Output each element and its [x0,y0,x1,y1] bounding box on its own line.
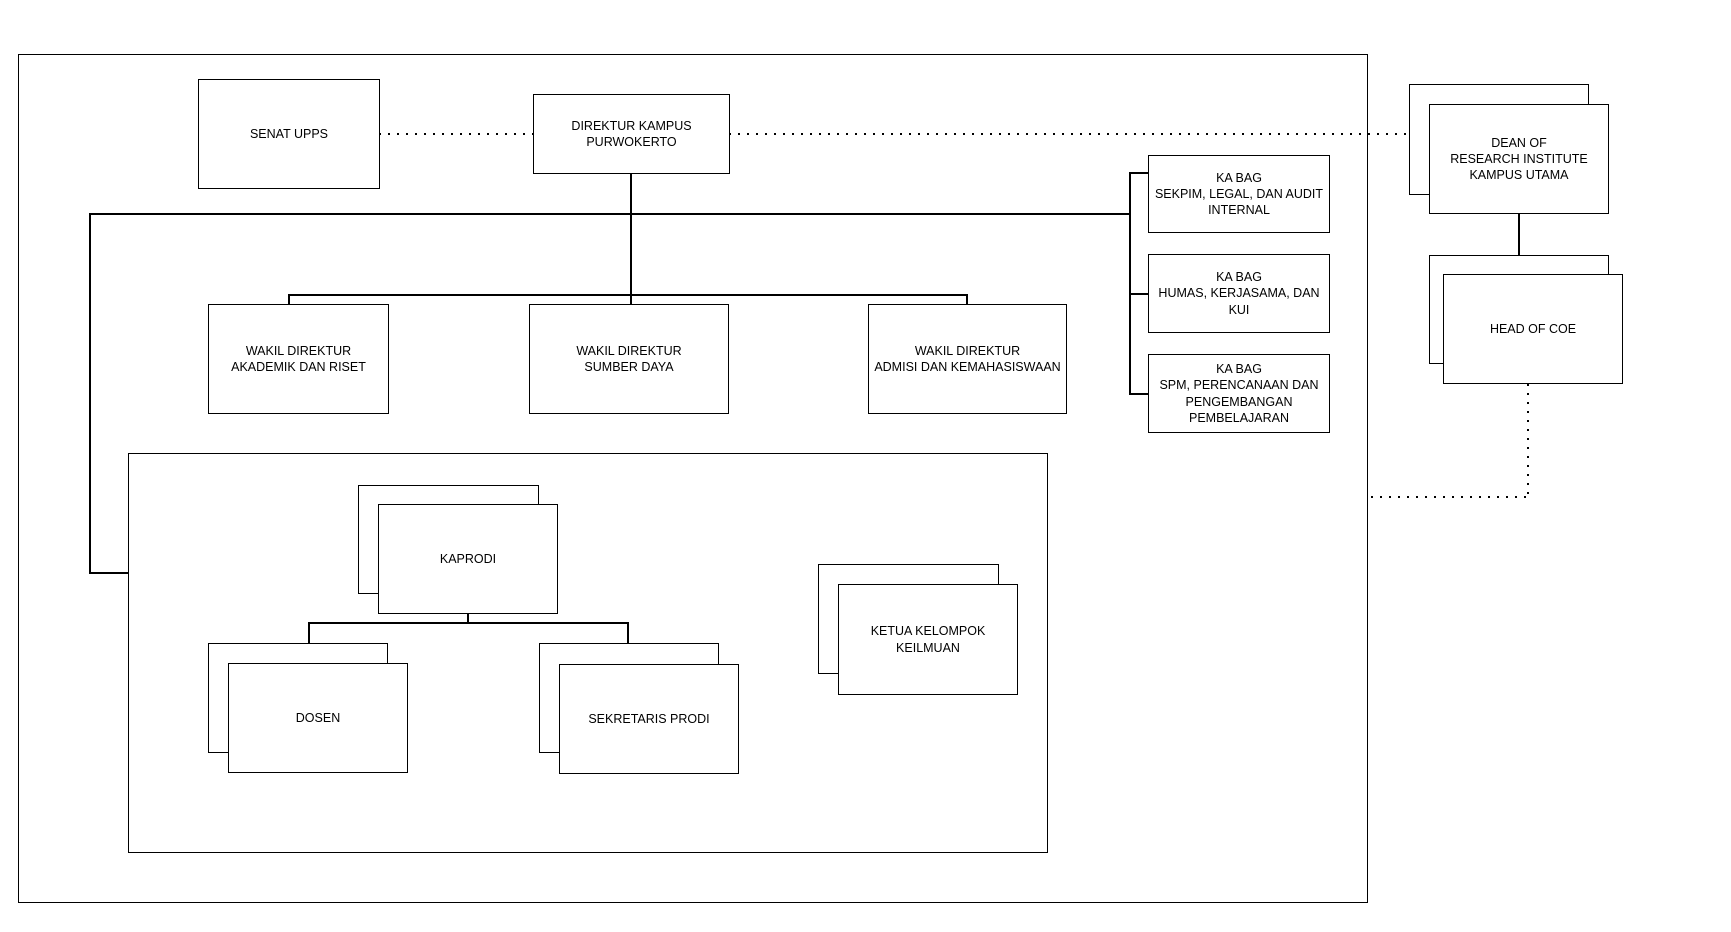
node-wakil-direktur-akademik: WAKIL DIREKTUR AKADEMIK DAN RISET [208,304,389,414]
dotted-connector-direktur-dean [729,133,1407,135]
node-kabag-sekpim: KA BAG SEKPIM, LEGAL, DAN AUDIT INTERNAL [1148,155,1330,233]
node-kabag-humas: KA BAG HUMAS, KERJASAMA, DAN KUI [1148,254,1330,333]
connector-sekretaris-stub [627,622,629,644]
connector-kaprodi-rake-horizontal [308,622,629,624]
connector-dosen-stub [308,622,310,644]
node-senat-upps: SENAT UPPS [198,79,380,189]
node-kaprodi: KAPRODI [378,504,558,614]
node-head-of-coe: HEAD OF COE [1443,274,1623,384]
node-dosen: DOSEN [228,663,408,773]
connector-kabag-vertical [1129,172,1131,395]
node-sekretaris-prodi: SEKRETARIS PRODI [559,664,739,774]
node-ketua-kelompok-keilmuan: KETUA KELOMPOK KEILMUAN [838,584,1018,695]
connector-direktur-wakil-sumber [630,174,632,305]
node-wakil-direktur-sumber-daya: WAKIL DIREKTUR SUMBER DAYA [529,304,729,414]
node-dean-research-institute: DEAN OF RESEARCH INSTITUTE KAMPUS UTAMA [1429,104,1609,214]
connector-left-vertical [89,213,91,574]
connector-kabag-spm-stub [1129,393,1149,395]
connector-kaprodi-down [467,614,469,624]
node-kabag-spm: KA BAG SPM, PERENCANAAN DAN PENGEMBANGAN… [1148,354,1330,433]
campus-boundary-rectangle [18,54,1368,903]
node-wakil-direktur-admisi: WAKIL DIREKTUR ADMISI DAN KEMAHASISWAAN [868,304,1067,414]
prodi-group-boundary-rectangle [128,453,1048,853]
connector-feed-horizontal [89,213,1131,215]
connector-dean-head-coe [1518,214,1520,256]
connector-left-stub-to-prodi-group [89,572,129,574]
node-direktur-kampus: DIREKTUR KAMPUS PURWOKERTO [533,94,730,174]
connector-wakil-rake-horizontal [288,294,968,296]
dotted-connector-head-coe-down [1527,384,1529,498]
connector-kabag-sekpim-stub [1129,172,1149,174]
dotted-connector-senat-direktur [379,133,533,135]
connector-wakil-admisi-stub [966,294,968,305]
dotted-connector-head-coe-to-boundary [1371,496,1529,498]
connector-wakil-akademik-stub [288,294,290,305]
connector-kabag-humas-stub [1129,293,1149,295]
